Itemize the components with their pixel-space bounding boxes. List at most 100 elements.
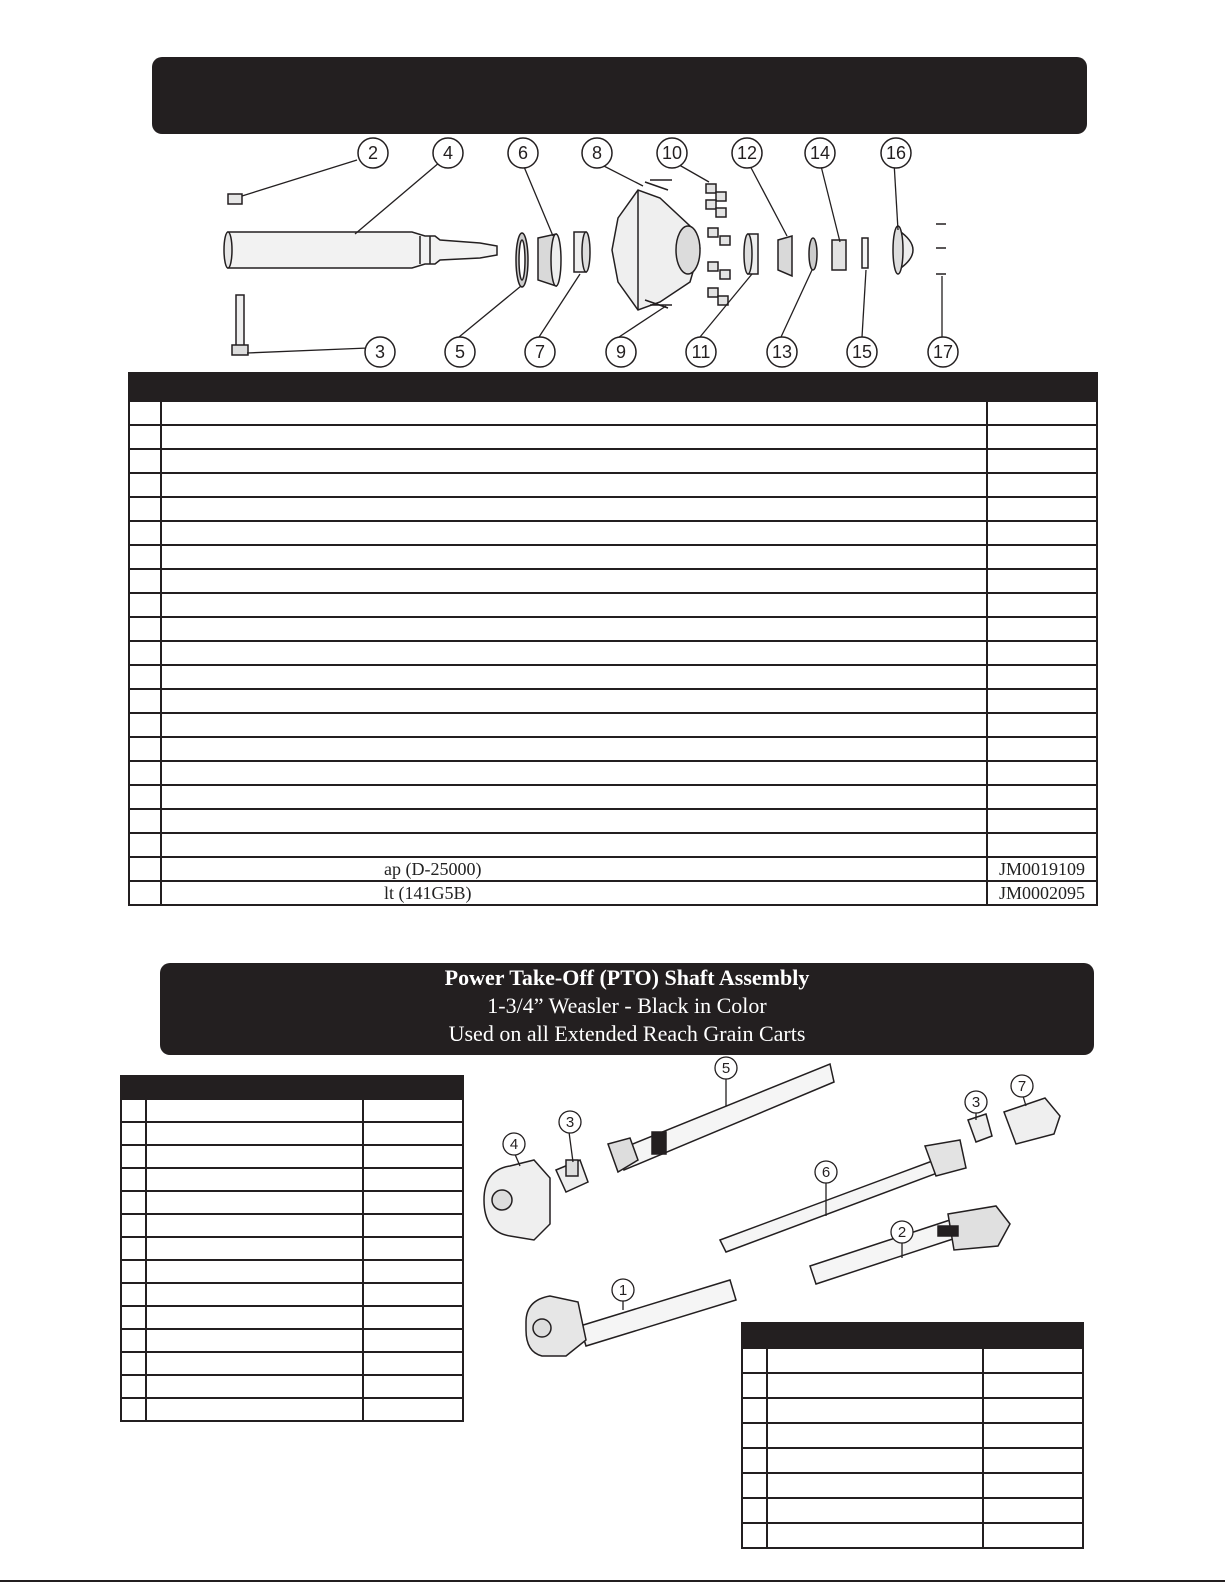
table-cell — [145, 1167, 364, 1192]
table-row — [120, 1397, 464, 1422]
table-cell — [982, 1447, 1084, 1474]
table-cell — [362, 1213, 464, 1238]
item-cell — [128, 616, 162, 642]
hub-callout-label: 16 — [886, 143, 906, 163]
item-cell — [128, 832, 162, 858]
hub-callout-label: 9 — [616, 342, 626, 362]
item-cell — [128, 592, 162, 618]
table-row — [128, 472, 1098, 498]
part-number-cell — [986, 832, 1098, 858]
item-cell — [128, 424, 162, 450]
table-cell — [120, 1098, 147, 1123]
part-number-cell — [986, 760, 1098, 786]
table-cell — [982, 1347, 1084, 1374]
table-row — [128, 544, 1098, 570]
description-cell — [160, 616, 988, 642]
hub-callout-label: 6 — [518, 143, 528, 163]
table-row — [120, 1351, 464, 1376]
item-cell — [128, 544, 162, 570]
hub-callout-label: 11 — [692, 342, 711, 362]
table-cell — [741, 1447, 768, 1474]
table-cell — [766, 1447, 984, 1474]
item-cell — [128, 568, 162, 594]
table-row — [741, 1447, 1084, 1474]
table-row — [128, 736, 1098, 762]
part-number-cell — [986, 736, 1098, 762]
table-cell — [362, 1236, 464, 1261]
item-cell — [128, 496, 162, 522]
item-cell — [128, 664, 162, 690]
table-cell — [766, 1372, 984, 1399]
hub-callout-label: 8 — [592, 143, 602, 163]
table-row — [120, 1282, 464, 1307]
part-number-cell — [986, 448, 1098, 474]
pto-callout-label: 5 — [722, 1060, 730, 1077]
table-row — [741, 1522, 1084, 1549]
part-number-cell — [986, 616, 1098, 642]
part-number-cell — [986, 664, 1098, 690]
table-cell — [145, 1397, 364, 1422]
part-number-cell — [986, 496, 1098, 522]
pto-right-table-header — [741, 1322, 1084, 1349]
description-cell — [160, 640, 988, 666]
table-row — [128, 688, 1098, 714]
part-number-cell — [986, 568, 1098, 594]
description-cell — [160, 568, 988, 594]
table-row — [120, 1328, 464, 1353]
table-cell — [766, 1397, 984, 1424]
table-cell — [145, 1305, 364, 1330]
table-row — [120, 1374, 464, 1399]
table-cell — [741, 1472, 768, 1499]
table-cell — [362, 1098, 464, 1123]
description-cell — [160, 592, 988, 618]
part-number-cell — [986, 472, 1098, 498]
part-number-cell — [986, 520, 1098, 546]
table-cell — [982, 1522, 1084, 1549]
hub-exploded-diagram: 2 4 6 8 10 12 14 16 3 5 7 9 11 13 15 17 — [223, 137, 959, 368]
table-row — [120, 1167, 464, 1192]
table-cell — [362, 1374, 464, 1399]
table-row — [120, 1098, 464, 1123]
table-cell — [982, 1372, 1084, 1399]
item-cell — [128, 736, 162, 762]
description-cell — [160, 736, 988, 762]
table-cell — [120, 1282, 147, 1307]
table-cell — [362, 1328, 464, 1353]
table-cell — [982, 1422, 1084, 1449]
table-cell — [145, 1351, 364, 1376]
table-cell — [741, 1422, 768, 1449]
item-cell — [128, 880, 162, 906]
table-cell — [362, 1144, 464, 1169]
part-number-cell — [986, 784, 1098, 810]
part-number-cell — [986, 808, 1098, 834]
item-cell — [128, 784, 162, 810]
table-row — [128, 568, 1098, 594]
description-cell — [160, 760, 988, 786]
table-row — [120, 1190, 464, 1215]
item-cell — [128, 400, 162, 426]
description-cell: ap (D-25000) — [160, 856, 988, 882]
item-cell — [128, 760, 162, 786]
pto-parts-table-right — [741, 1322, 1084, 1549]
table-row — [741, 1372, 1084, 1399]
pto-exploded-diagram: 5 3 3 7 4 6 2 1 — [483, 1056, 1061, 1357]
description-cell — [160, 544, 988, 570]
table-cell — [362, 1305, 464, 1330]
pto-callout-label: 3 — [566, 1114, 574, 1131]
item-cell — [128, 472, 162, 498]
pto-parts-table-left — [120, 1075, 464, 1422]
pto-callout-label: 7 — [1018, 1078, 1026, 1095]
table-cell — [741, 1497, 768, 1524]
table-row — [741, 1497, 1084, 1524]
table-cell — [145, 1121, 364, 1146]
table-row — [120, 1213, 464, 1238]
table-row — [120, 1305, 464, 1330]
pto-note: Used on all Extended Reach Grain Carts — [448, 1021, 806, 1046]
table-cell — [145, 1190, 364, 1215]
hub-callout-label: 4 — [443, 143, 453, 163]
table-cell — [741, 1347, 768, 1374]
table-cell — [145, 1259, 364, 1284]
table-cell — [362, 1190, 464, 1215]
table-row — [128, 616, 1098, 642]
